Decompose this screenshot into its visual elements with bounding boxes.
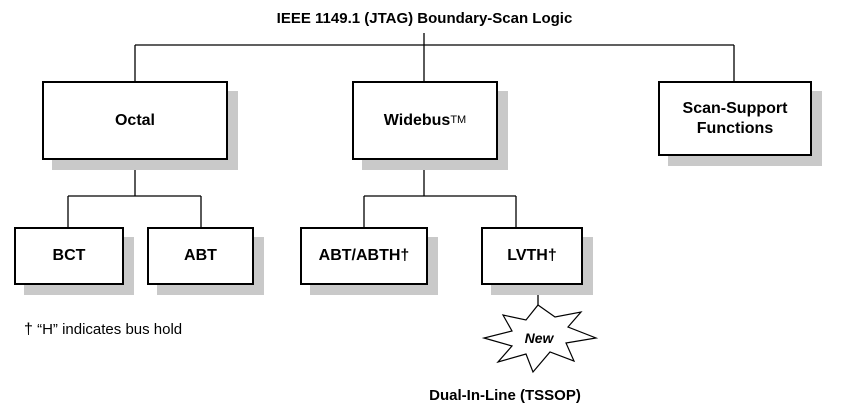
node-bct-label: BCT (52, 247, 86, 264)
new-badge-label: New (525, 330, 555, 346)
footnote-dagger: † (24, 321, 33, 338)
node-bct: BCT (14, 227, 124, 285)
node-abt-abth-label: ABT/ABTH (318, 247, 401, 264)
node-octal: Octal (42, 81, 228, 160)
trademark-mark: TM (450, 113, 467, 126)
footnote-text: “H” indicates bus hold (37, 321, 183, 338)
node-scan-support-label: Scan-Support Functions (682, 99, 788, 137)
node-abt: ABT (147, 227, 254, 285)
package-caption: Dual-In-Line (TSSOP) (429, 387, 581, 404)
node-octal-label: Octal (114, 111, 155, 129)
new-starburst-icon (481, 304, 599, 374)
node-lvth: LVTH† (481, 227, 583, 285)
footnote: † “H” indicates bus hold (24, 321, 182, 339)
node-abt-abth: ABT/ABTH† (300, 227, 428, 285)
node-scan-support-functions: Scan-Support Functions (658, 81, 812, 156)
node-lvth-label: LVTH (507, 247, 548, 264)
node-abt-label: ABT (184, 247, 217, 264)
diagram-title: IEEE 1149.1 (JTAG) Boundary-Scan Logic (276, 10, 573, 27)
node-widebus-label: Widebus (383, 111, 451, 129)
